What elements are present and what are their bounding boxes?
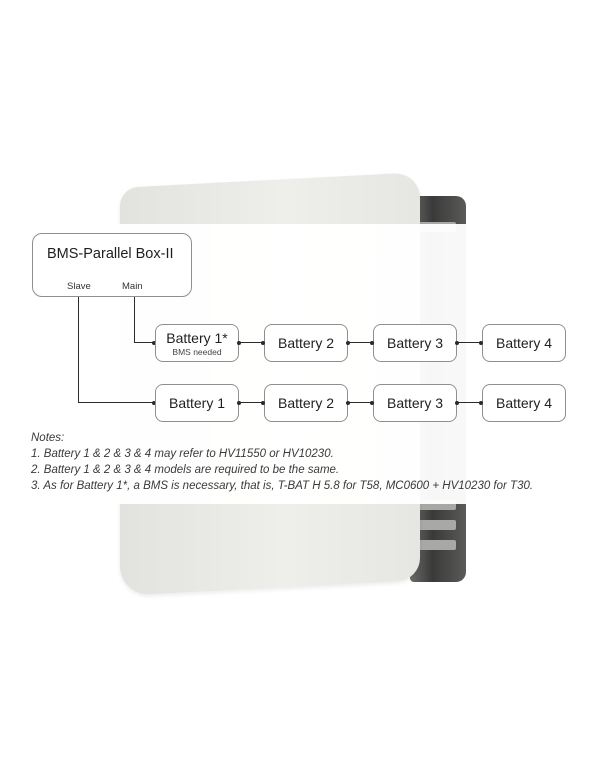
connector-dot [370,341,374,345]
connector-dot [370,401,374,405]
battery-box-main-3: Battery 3 [373,324,457,362]
battery-link-wire [457,402,482,404]
main-port-wire [134,297,136,343]
connector-dot [152,401,156,405]
bms-parallel-box: BMS-Parallel Box-II [32,233,192,297]
battery-label: Battery 3 [386,335,444,351]
battery-link-wire [239,402,264,404]
battery-label: Battery 3 [386,395,444,411]
connector-dot [237,401,241,405]
battery-label: Battery 1* [166,329,228,346]
note-item: 2. Battery 1 & 2 & 3 & 4 models are requ… [31,464,340,476]
battery-box-main-4: Battery 4 [482,324,566,362]
slave-port-wire [78,402,156,404]
battery-label: Battery 2 [277,335,335,351]
battery-box-main-2: Battery 2 [264,324,348,362]
battery-box-slave-2: Battery 2 [264,384,348,422]
battery-label: Battery 4 [495,335,553,351]
battery-link-wire [239,342,264,344]
note-item: 3. As for Battery 1*, a BMS is necessary… [31,480,534,492]
main-port-wire [134,342,156,344]
battery-link-wire [348,342,373,344]
notes-block: Notes: 1. Battery 1 & 2 & 3 & 4 may refe… [31,430,533,494]
slave-port-label: Slave [67,281,91,292]
battery-note: BMS needed [172,346,222,357]
connector-dot [479,401,483,405]
device-fin [418,500,456,510]
connector-dot [479,341,483,345]
battery-box-slave-3: Battery 3 [373,384,457,422]
device-fin [418,540,456,550]
battery-label: Battery 1 [168,395,226,411]
connector-dot [152,341,156,345]
battery-box-slave-4: Battery 4 [482,384,566,422]
connector-dot [261,401,265,405]
battery-label: Battery 4 [495,395,553,411]
main-port-label: Main [122,281,143,292]
notes-heading: Notes: [31,432,65,444]
bms-box-title: BMS-Parallel Box-II [47,246,174,262]
connector-dot [261,341,265,345]
connector-dot [346,401,350,405]
connector-dot [455,341,459,345]
slave-port-wire [78,297,80,403]
connector-dot [237,341,241,345]
battery-link-wire [348,402,373,404]
battery-label: Battery 2 [277,395,335,411]
battery-link-wire [457,342,482,344]
connector-dot [346,341,350,345]
battery-box-slave-1: Battery 1 [155,384,239,422]
device-fin [418,520,456,530]
battery-box-main-1: Battery 1* BMS needed [155,324,239,362]
connector-dot [455,401,459,405]
note-item: 1. Battery 1 & 2 & 3 & 4 may refer to HV… [31,448,334,460]
